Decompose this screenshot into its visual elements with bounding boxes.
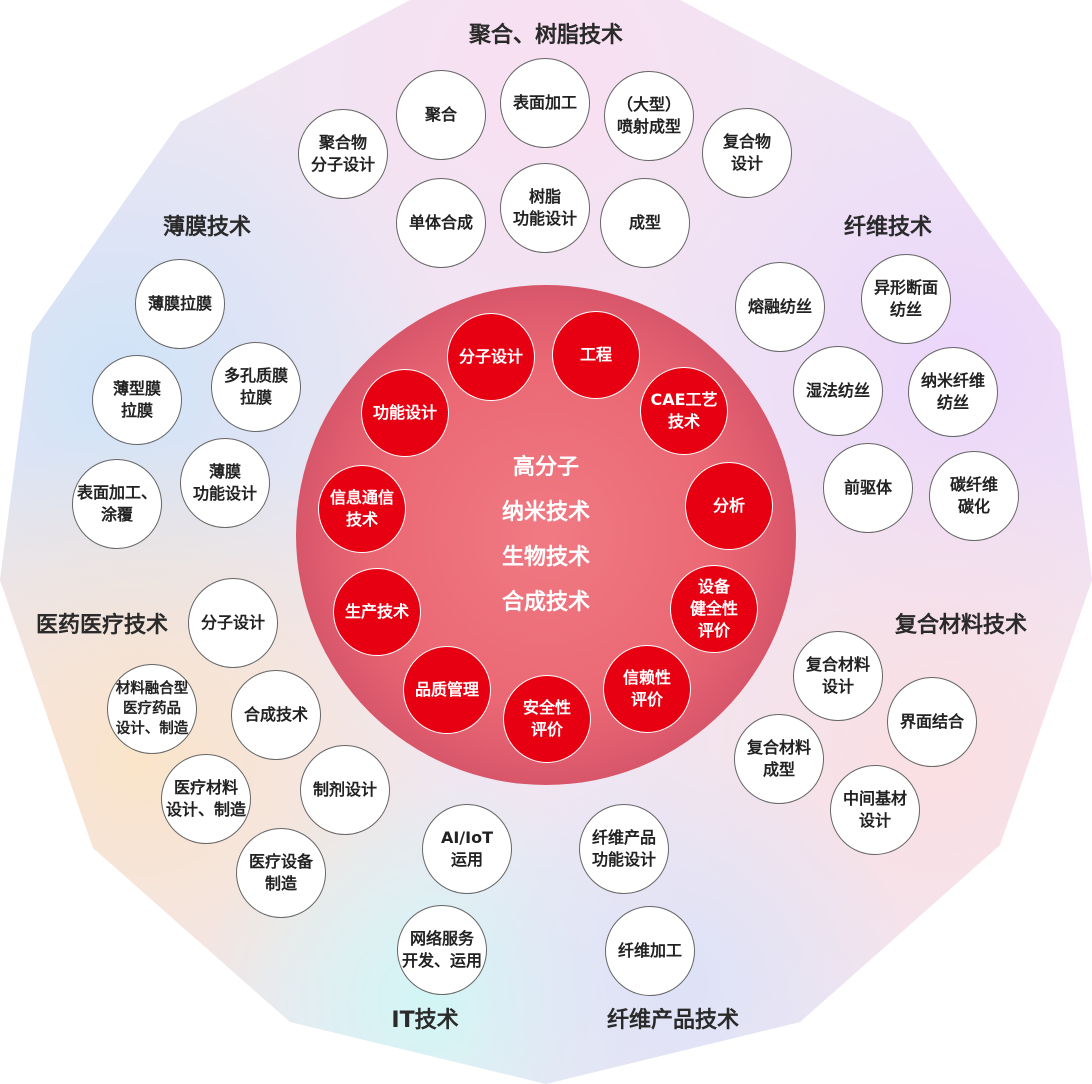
category-title-fiber-product: 纤维产品技术 [606, 1008, 740, 1033]
inner-node-molecular-design: 分子设计 [447, 313, 535, 401]
node-surface-processing: 表面加工 [500, 58, 590, 148]
node-composite-molding: 复合材料 成型 [734, 714, 824, 804]
inner-node-production: 生产技术 [333, 568, 421, 656]
node-carbon-fiber-carbonization: 碳纤维 碳化 [929, 451, 1019, 541]
category-title-composite: 复合材料技术 [894, 613, 1028, 638]
node-film-function-design: 薄膜 功能设计 [180, 438, 270, 528]
inner-node-equipment-soundness: 设备 健全性 评价 [670, 565, 758, 653]
node-polymerization: 聚合 [396, 70, 486, 160]
inner-node-cae: CAE工艺 技术 [640, 367, 728, 455]
inner-node-reliability: 信赖性 评价 [603, 645, 691, 733]
node-medical-molecular-design: 分子设计 [188, 578, 278, 668]
core-line: 纳米技术 [501, 500, 591, 525]
node-profiled-spinning: 异形断面 纺丝 [861, 254, 951, 344]
node-precursor: 前驱体 [823, 443, 913, 533]
inner-node-engineering: 工程 [552, 311, 640, 399]
node-surface-coating: 表面加工、 涂覆 [72, 459, 162, 549]
node-medical-material: 医疗材料 设计、制造 [161, 754, 251, 844]
inner-node-safety: 安全性 评价 [503, 675, 591, 763]
node-material-fusion-drug: 材料融合型 医疗药品 设计、制造 [107, 664, 197, 754]
core-topics: 高分子 纳米技术 生物技术 合成技术 [502, 445, 590, 625]
inner-node-ict: 信息通信 技术 [318, 465, 406, 553]
core-line: 高分子 [512, 455, 580, 480]
node-injection-molding: （大型） 喷射成型 [604, 71, 694, 161]
node-nanofiber-spinning: 纳米纤维 纺丝 [908, 347, 998, 437]
category-title-it: IT技术 [391, 1008, 459, 1033]
node-resin-function-design: 树脂 功能设计 [500, 163, 590, 253]
node-melt-spinning: 熔融纺丝 [735, 262, 825, 352]
node-formulation-design: 制剂设计 [300, 745, 390, 835]
inner-node-analysis: 分析 [685, 462, 773, 550]
core-line: 生物技术 [501, 545, 591, 570]
inner-node-function-design: 功能设计 [361, 369, 449, 457]
node-interface-bonding: 界面结合 [887, 677, 977, 767]
node-polymer-molecular-design: 聚合物 分子设计 [298, 109, 388, 199]
node-film-stretching: 薄膜拉膜 [135, 259, 225, 349]
node-ai-iot: AI/IoT 运用 [422, 804, 512, 894]
node-medical-device: 医疗设备 制造 [236, 828, 326, 918]
node-synthesis-tech: 合成技术 [231, 670, 321, 760]
node-fiber-product-function-design: 纤维产品 功能设计 [579, 804, 669, 894]
node-porous-film-stretching: 多孔质膜 拉膜 [211, 342, 301, 432]
node-wet-spinning: 湿法纺丝 [793, 346, 883, 436]
node-fiber-processing: 纤维加工 [605, 906, 695, 996]
node-intermediate-substrate: 中间基材 设计 [830, 765, 920, 855]
node-web-service: 网络服务 开发、运用 [397, 905, 487, 995]
node-thin-film-stretching: 薄型膜 拉膜 [92, 355, 182, 445]
category-title-medical: 医药医疗技术 [35, 613, 169, 638]
category-title-film: 薄膜技术 [162, 215, 252, 240]
category-title-fiber: 纤维技术 [843, 215, 933, 240]
node-compound-design: 复合物 设计 [702, 108, 792, 198]
inner-node-quality: 品质管理 [403, 646, 491, 734]
node-molding: 成型 [600, 178, 690, 268]
node-monomer-synthesis: 单体合成 [396, 178, 486, 268]
category-title-polymer: 聚合、树脂技术 [468, 23, 624, 48]
node-composite-design: 复合材料 设计 [793, 631, 883, 721]
core-line: 合成技术 [501, 590, 591, 615]
